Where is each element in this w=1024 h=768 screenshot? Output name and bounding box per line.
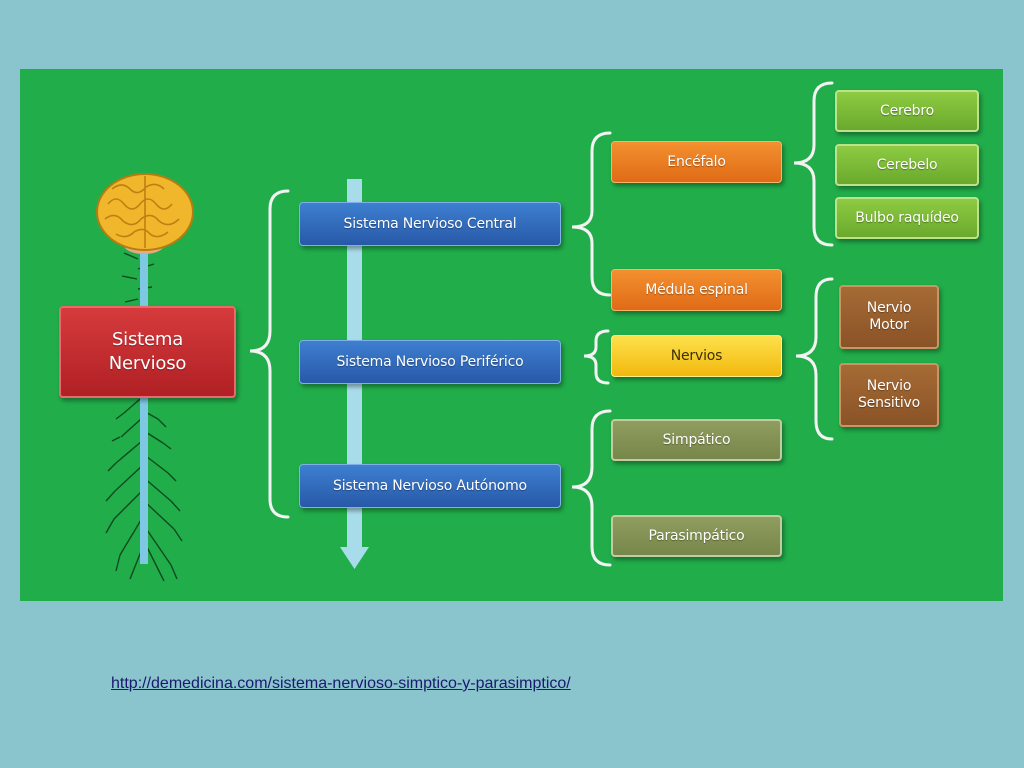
source-link[interactable]: http://demedicina.com/sistema-nervioso-s… (111, 675, 571, 692)
node-cerebelo: Cerebelo (835, 144, 979, 186)
node-nervios: Nervios (611, 335, 782, 377)
node-medula-espinal: Médula espinal (611, 269, 782, 311)
node-bulbo-raquideo: Bulbo raquídeo (835, 197, 979, 239)
root-node-sistema-nervioso: Sistema Nervioso (59, 306, 236, 398)
node-parasimpatico: Parasimpático (611, 515, 782, 557)
brace-connectors (249, 81, 834, 567)
node-cerebro: Cerebro (835, 90, 979, 132)
node-sistema-nervioso-autonomo: Sistema Nervioso Autónomo (299, 464, 561, 508)
node-encefalo: Encéfalo (611, 141, 782, 183)
diagram-connectors (96, 81, 834, 582)
node-nervio-sensitivo: Nervio Sensitivo (839, 363, 939, 427)
node-sistema-nervioso-central: Sistema Nervioso Central (299, 202, 561, 246)
diagram-panel: Sistema Nervioso Sistema Nervioso Centra… (20, 69, 1003, 601)
node-nervio-motor: Nervio Motor (839, 285, 939, 349)
node-simpatico: Simpático (611, 419, 782, 461)
node-sistema-nervioso-periferico: Sistema Nervioso Periférico (299, 340, 561, 384)
